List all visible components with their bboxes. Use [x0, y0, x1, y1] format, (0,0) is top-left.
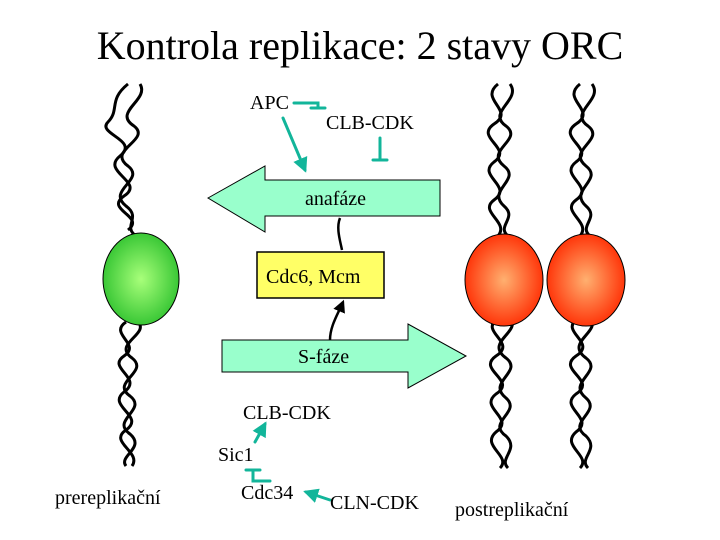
sic1-to-clb-cdk	[252, 421, 267, 444]
label-cdc34: Cdc34	[241, 482, 294, 504]
cdc6-mcm-box	[256, 251, 385, 299]
label-clb-cdk-top: CLB-CDK	[326, 112, 414, 134]
cln-cdk-activates-cdc34	[303, 488, 332, 503]
dna-left	[104, 82, 144, 467]
cdc34-inhibits-sic1	[251, 468, 272, 483]
label-anaphase: anafáze	[305, 188, 367, 210]
dna-right	[486, 82, 596, 470]
orc-prereplicative	[102, 232, 180, 326]
label-sic1: Sic1	[218, 444, 254, 466]
s-phase-to-cdc6-arrow	[328, 299, 345, 341]
orc-postreplicative-2	[546, 233, 626, 327]
label-apc: APC	[250, 92, 289, 114]
s-phase-arrow	[221, 323, 468, 389]
regulator-arrows	[244, 101, 389, 503]
orc-postreplicative-1	[464, 233, 544, 327]
anaphase-arrow	[207, 165, 441, 233]
slide-title: Kontrola replikace: 2 stavy ORC	[96, 23, 624, 68]
apc-activates-anaphase	[281, 116, 308, 173]
label-cdc6-mcm: Cdc6, Mcm	[266, 266, 361, 288]
label-prereplicative: prereplikační	[55, 487, 161, 509]
apc-inhibits-clb-cdk	[292, 101, 320, 110]
label-cln-cdk: CLN-CDK	[330, 492, 419, 514]
label-s-phase: S-fáze	[298, 346, 350, 368]
label-postreplicative: postreplikační	[455, 499, 569, 521]
label-clb-cdk-bottom: CLB-CDK	[243, 402, 331, 424]
anaphase-to-cdc6-arrow	[337, 217, 344, 251]
